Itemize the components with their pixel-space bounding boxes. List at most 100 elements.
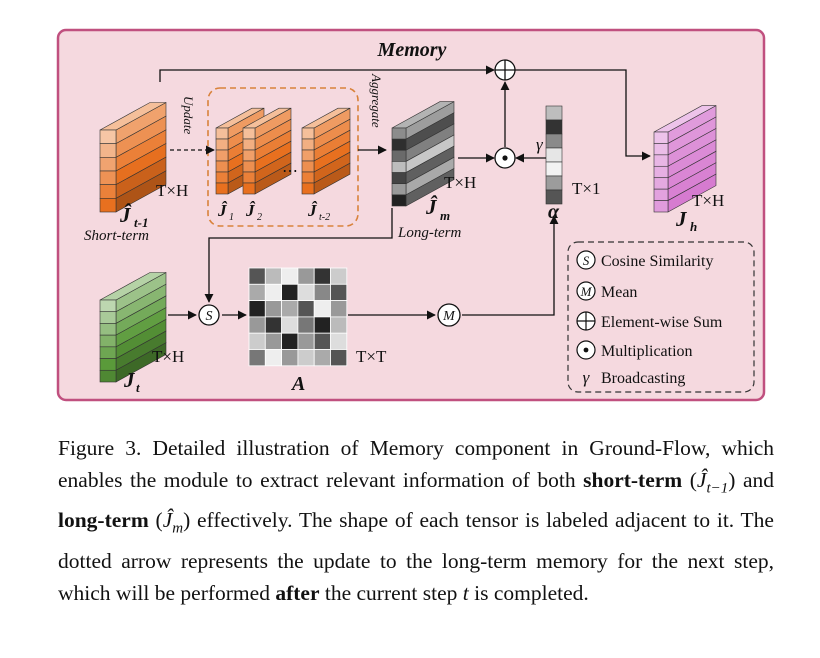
alpha-cell — [545, 161, 563, 177]
tensor-j-2 — [242, 107, 292, 195]
svg-text:J: J — [123, 368, 136, 392]
caption-long-math-sub: m — [172, 520, 184, 537]
matrix-cell — [297, 283, 315, 301]
label-j-2: Ĵ 2 — [245, 201, 262, 223]
label-j-t: J t — [123, 368, 140, 395]
label-j-t2: Ĵ t-2 — [307, 201, 330, 223]
caption-short-math: Ĵ — [696, 468, 707, 492]
matrix-cell — [264, 316, 282, 334]
matrix-cell — [264, 283, 282, 301]
tensor-blocks — [99, 101, 717, 383]
tensor-j-t1 — [99, 101, 167, 213]
caption-short-math-sub: t−1 — [706, 480, 729, 497]
caption-short-term: short-term — [583, 468, 683, 492]
caption-t: t — [462, 580, 469, 605]
matrix-cell — [281, 332, 299, 350]
alpha-cell — [545, 133, 563, 149]
matrix-cell — [297, 267, 315, 285]
caption-open-2: ( — [148, 508, 163, 533]
aggregate-label: Aggregate — [369, 73, 384, 128]
svg-text:t: t — [136, 380, 140, 395]
legend-item-multiply: Multiplication — [576, 340, 693, 360]
alpha-cell — [545, 147, 563, 163]
multiply-operator — [494, 147, 516, 169]
shape-j-h: T×H — [692, 191, 724, 210]
figure-caption: Figure 3. Detailed illustration of Memor… — [58, 432, 774, 609]
label-j-t1: Ĵ t-1 — [119, 203, 148, 230]
legend-item-sum: Element-wise Sum — [576, 311, 723, 331]
matrix-cell — [330, 267, 348, 285]
matrix-cell — [248, 316, 266, 334]
caption-long-math: Ĵ — [162, 508, 173, 533]
gamma-label: γ — [536, 135, 544, 154]
arrow-sum-to-jh — [515, 69, 651, 161]
svg-text:t-1: t-1 — [134, 215, 148, 230]
caption-mid: ) and — [728, 468, 775, 492]
svg-text:J: J — [675, 207, 688, 231]
mean-operator: M — [437, 303, 461, 327]
matrix-cell — [248, 332, 266, 350]
svg-text:γ: γ — [583, 368, 591, 387]
svg-text:S: S — [206, 309, 213, 324]
svg-text:m: m — [440, 208, 450, 223]
caption-long-term: long-term — [58, 508, 149, 533]
matrix-cell — [297, 349, 315, 367]
matrix-cell — [330, 316, 348, 334]
label-j-1: Ĵ 1 — [217, 201, 234, 223]
svg-text:t-2: t-2 — [319, 212, 330, 223]
label-j-h: J h — [675, 207, 697, 234]
update-label: Update — [181, 96, 196, 135]
matrix-cell — [248, 283, 266, 301]
caption-open-1: ( — [682, 468, 697, 492]
legend-item-broadcast: γ Broadcasting — [583, 368, 686, 387]
alpha-cell — [545, 119, 563, 135]
svg-text:M: M — [442, 309, 456, 324]
matrix-cell — [281, 267, 299, 285]
legend: S Cosine Similarity M Mean Element-wise … — [567, 241, 755, 393]
svg-text:Ĵ: Ĵ — [119, 203, 132, 227]
alpha-cell — [545, 105, 563, 121]
matrix-cell — [264, 332, 282, 350]
matrix-cell — [248, 349, 266, 367]
matrix-cell — [264, 267, 282, 285]
svg-text:Ĵ: Ĵ — [425, 195, 438, 219]
caption-text-4: is completed. — [468, 580, 589, 605]
matrix-cell — [264, 349, 282, 367]
long-term-label: Long-term — [397, 225, 462, 241]
arrow-m-to-alpha — [462, 215, 559, 316]
matrix-cell — [281, 349, 299, 367]
svg-text:Ĵ: Ĵ — [307, 201, 318, 220]
matrix-cell — [281, 316, 299, 334]
label-alpha: α — [548, 201, 560, 223]
cosine-operator: S — [198, 304, 220, 326]
caption-text-2: ) effectively. The shape of each tensor … — [58, 508, 774, 605]
legend-item-cosine: S Cosine Similarity — [576, 250, 713, 270]
tensor-j-m — [391, 101, 455, 207]
label-j-m: Ĵ m — [425, 195, 450, 223]
svg-text:Mean: Mean — [601, 284, 637, 301]
shape-j-t: T×H — [152, 347, 184, 366]
svg-text:Multiplication: Multiplication — [601, 343, 693, 360]
matrix-cell — [313, 316, 331, 334]
svg-text:Ĵ: Ĵ — [245, 201, 256, 220]
shape-a: T×T — [356, 347, 387, 366]
matrix-cell — [313, 349, 331, 367]
matrix-cell — [313, 300, 331, 318]
tensor-j-t2 — [301, 107, 351, 195]
matrix-cell — [248, 267, 266, 285]
dots-label: ⋯ — [282, 163, 298, 180]
tensor-j-t — [99, 271, 167, 383]
matrix-cell — [330, 332, 348, 350]
alpha-cell — [545, 175, 563, 191]
legend-item-mean: M Mean — [576, 281, 637, 301]
matrix-cell — [248, 300, 266, 318]
shape-alpha: T×1 — [572, 179, 600, 198]
memory-diagram: Memory — [56, 28, 766, 402]
matrix-cell — [330, 349, 348, 367]
svg-text:M: M — [580, 284, 593, 299]
caption-after: after — [275, 580, 320, 605]
caption-text-3: the current step — [319, 580, 463, 605]
short-term-label: Short-term — [84, 228, 149, 244]
matrix-cell — [313, 332, 331, 350]
svg-text:Ĵ: Ĵ — [217, 201, 228, 220]
